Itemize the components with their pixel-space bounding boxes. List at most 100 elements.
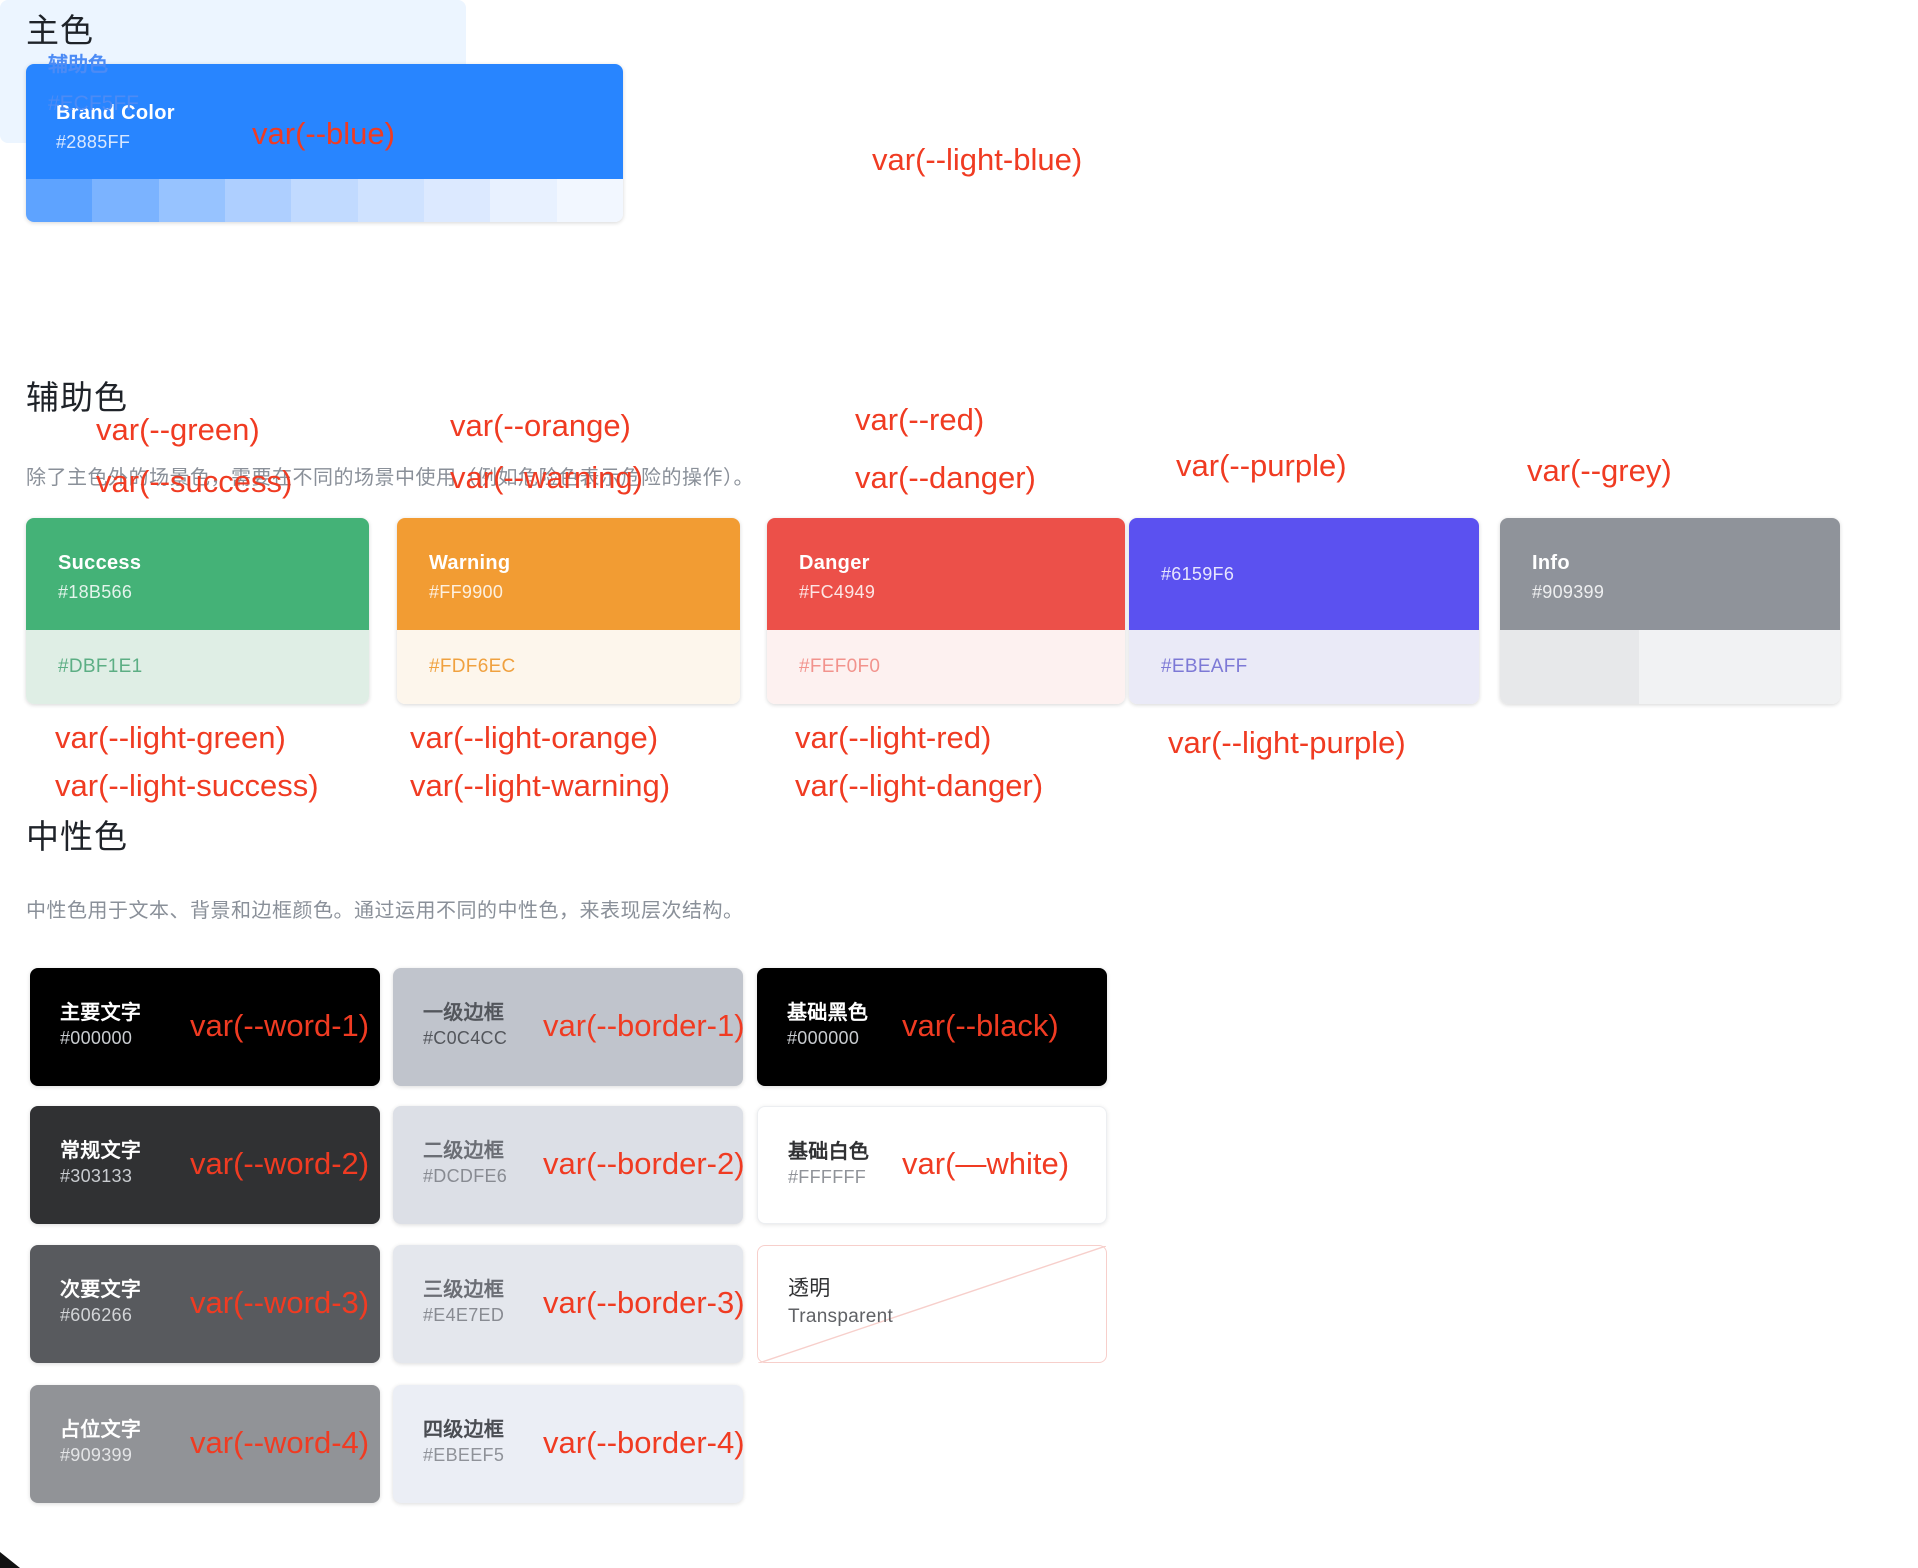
transparent-diagonal-line [758, 1246, 1106, 1364]
neutral-color-hex: Transparent [788, 1306, 894, 1327]
neutral-color-hex: #DCDFE6 [423, 1166, 508, 1186]
annotation-var--word-1: var(--word-1) [190, 1008, 370, 1043]
neutral-color-label: 透明 [788, 1277, 831, 1300]
neutral-color-card[interactable]: 透明 Transparent [757, 1245, 1107, 1364]
semantic-color-swatch: Danger #FC4949 [767, 518, 1125, 630]
semantic-light-swatch: #FDF6EC [397, 630, 740, 704]
semantic-color-card[interactable]: Danger #FC4949 #FEF0F0 [767, 518, 1125, 704]
ramp-swatch-2 [92, 179, 159, 222]
semantic-color-card[interactable]: #6159F6 #EBEAFF [1129, 518, 1479, 704]
neutral-color-label: 占位文字 [60, 1419, 142, 1441]
neutral-color-card[interactable]: 四级边框 #EBEEF5 [393, 1385, 743, 1503]
brand-color-ramp [26, 179, 623, 222]
semantic-light-swatch: #DBF1E1 [26, 630, 369, 704]
section-title-auxiliary: 辅助色 [26, 379, 128, 416]
semantic-color-swatch: Success #18B566 [26, 518, 369, 630]
light-blue-hex: #ECF5FF [48, 92, 140, 115]
light-blue-label: 辅助色 [48, 54, 108, 76]
neutral-color-card[interactable]: 占位文字 #909399 [30, 1385, 380, 1503]
neutral-color-card[interactable]: 常规文字 #303133 [30, 1106, 380, 1224]
neutral-color-label: 常规文字 [60, 1140, 142, 1162]
annotation-var--danger: var(--danger) [855, 460, 1036, 495]
annotation-var--green: var(--green) [96, 412, 260, 447]
ramp-swatch-4 [224, 179, 292, 222]
neutral-color-card[interactable]: 三级边框 #E4E7ED [393, 1245, 743, 1363]
semantic-color-hex: #6159F6 [1161, 564, 1235, 584]
neutral-color-card[interactable]: 二级边框 #DCDFE6 [393, 1106, 743, 1224]
annotation-var--border-3: var(--border-3) [543, 1285, 745, 1320]
neutral-color-hex: #909399 [60, 1445, 133, 1465]
section-description-neutral: 中性色用于文本、背景和边框颜色。通过运用不同的中性色，来表现层次结构。 [26, 900, 744, 922]
annotation-var--light-warning: var(--light-warning) [410, 768, 671, 803]
ramp-swatch-1 [26, 179, 93, 222]
annotation-var--light-orange: var(--light-orange) [410, 720, 659, 755]
semantic-light-swatch: #FEF0F0 [767, 630, 1125, 704]
semantic-color-hex: #FF9900 [429, 582, 504, 602]
annotation-var--light-danger: var(--light-danger) [795, 768, 1044, 803]
neutral-color-card[interactable]: 基础黑色 #000000 [757, 968, 1107, 1086]
info-light-swatch-left [1500, 630, 1640, 704]
annotation-var--light-success: var(--light-success) [55, 768, 319, 803]
semantic-color-hex: #18B566 [58, 582, 133, 602]
annotation-var--border-4: var(--border-4) [543, 1425, 745, 1460]
brand-color-hex: #2885FF [56, 132, 131, 152]
semantic-color-card[interactable]: Info #909399 [1500, 518, 1840, 704]
neutral-color-label: 基础黑色 [787, 1002, 869, 1024]
neutral-color-hex: #606266 [60, 1305, 133, 1325]
ramp-swatch-5 [291, 179, 358, 222]
neutral-color-hex: #000000 [787, 1028, 860, 1048]
semantic-color-card[interactable]: Warning #FF9900 #FDF6EC [397, 518, 740, 704]
annotation-varwhite: var(—white) [902, 1146, 1070, 1181]
annotation-var--border-1: var(--border-1) [543, 1008, 745, 1043]
semantic-color-swatch: Warning #FF9900 [397, 518, 740, 630]
semantic-light-hex: #EBEAFF [1161, 656, 1248, 677]
section-title-neutral: 中性色 [26, 818, 128, 855]
semantic-color-hex: #FC4949 [799, 582, 876, 602]
neutral-color-label: 三级边框 [423, 1279, 505, 1301]
neutral-color-card[interactable]: 主要文字#000000 [30, 968, 380, 1086]
annotation-var--success: var(--success) [96, 464, 293, 499]
annotation-var--red: var(--red) [855, 402, 985, 437]
semantic-light-hex: #DBF1E1 [58, 656, 143, 677]
neutral-color-hex: #EBEEF5 [423, 1445, 505, 1465]
brand-color-label: Brand Color [56, 102, 175, 124]
semantic-color-label: Warning [429, 552, 511, 574]
ramp-swatch-8 [490, 179, 557, 222]
neutral-color-label: 基础白色 [788, 1141, 870, 1163]
annotation-light-blue: var(--light-blue) [872, 142, 1083, 177]
neutral-color-card[interactable]: 次要文字 #606266 [30, 1245, 380, 1363]
annotation-var--word-2: var(--word-2) [190, 1146, 370, 1181]
semantic-color-swatch: Info #909399 [1500, 518, 1840, 630]
neutral-color-label: 二级边框 [423, 1140, 505, 1162]
neutral-color-hex: #C0C4CC [423, 1028, 508, 1048]
ramp-swatch-6 [357, 179, 424, 222]
semantic-color-label: Info [1532, 552, 1570, 574]
semantic-color-swatch: #6159F6 [1129, 518, 1479, 630]
neutral-color-label: 四级边框 [423, 1419, 505, 1441]
neutral-color-hex: #303133 [60, 1166, 133, 1186]
neutral-color-hex: #000000 [60, 1028, 133, 1048]
semantic-color-label: Success [58, 552, 142, 574]
neutral-color-label: 次要文字 [60, 1279, 142, 1301]
neutral-color-label: 一级边框 [423, 1002, 505, 1024]
ramp-swatch-9 [556, 179, 623, 222]
annotation-var--grey: var(--grey) [1527, 453, 1672, 488]
annotation-var--black: var(--black) [902, 1008, 1059, 1043]
semantic-color-hex: #909399 [1532, 582, 1605, 602]
semantic-color-label: Danger [799, 552, 870, 574]
semantic-color-card[interactable]: Success #18B566 #DBF1E1 [26, 518, 369, 704]
annotation-var--purple: var(--purple) [1176, 448, 1347, 483]
neutral-color-card[interactable]: 基础白色 #FFFFFF [757, 1106, 1107, 1224]
corner-artifact [0, 1552, 20, 1568]
neutral-color-hex: #FFFFFF [788, 1167, 867, 1187]
semantic-light-hex: #FDF6EC [429, 656, 516, 677]
neutral-color-hex: #E4E7ED [423, 1305, 505, 1325]
semantic-light-hex: #FEF0F0 [799, 656, 881, 677]
ramp-swatch-3 [158, 179, 225, 222]
annotation-var--border-2: var(--border-2) [543, 1146, 745, 1181]
annotation-var--word-3: var(--word-3) [190, 1285, 370, 1320]
neutral-color-card[interactable]: 一级边框 #C0C4CC [393, 968, 743, 1086]
brand-color-card[interactable]: Brand Color #2885FF [26, 64, 623, 222]
semantic-light-swatch: #EBEAFF [1129, 630, 1479, 704]
